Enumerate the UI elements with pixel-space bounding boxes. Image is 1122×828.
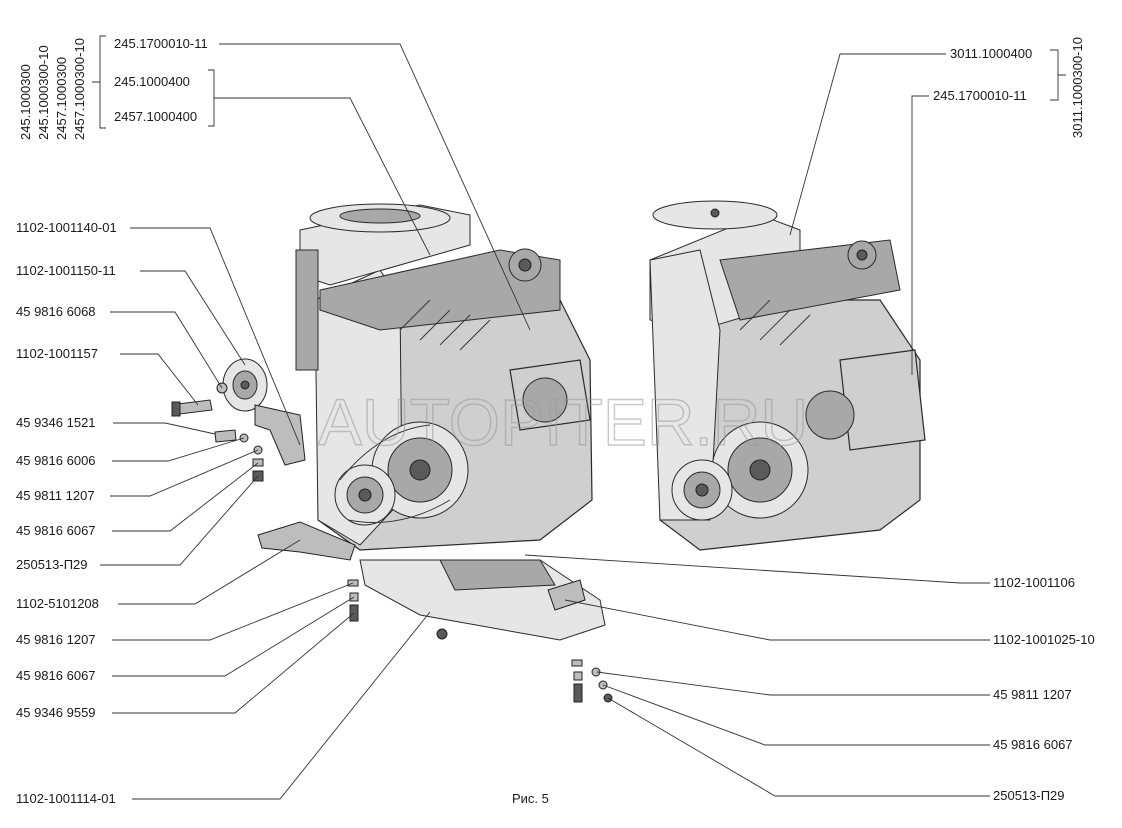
part-label: 1102-1001150-11: [16, 263, 116, 278]
part-label: 45 9346 1521: [16, 415, 96, 430]
part-label: 45 9811 1207: [993, 687, 1072, 702]
leader-lines: [100, 43, 990, 800]
right-variant-label: 3011.1000300-10: [1070, 37, 1085, 138]
label-head-variant-b: 2457.1000400: [114, 109, 197, 124]
tensioner-assembly: [171, 358, 306, 482]
part-label: 1102-1001140-01: [16, 220, 117, 235]
variant-label: 245.1000300: [18, 64, 33, 140]
part-label: 45 9816 6068: [16, 304, 96, 319]
right-variant-bracket: [1050, 49, 1066, 101]
variant-label: 2457.1000300-10: [72, 38, 87, 140]
left-variant-labels: 245.1000300 245.1000300-10 2457.1000300 …: [18, 38, 87, 140]
part-label: 45 9811 1207: [16, 488, 95, 503]
label-ignition-coil-left: 245.1700010-11: [114, 36, 208, 51]
part-label: 1102-1001114-01: [16, 791, 116, 806]
part-label: 1102-5101208: [16, 596, 99, 611]
part-label: 45 9816 6067: [16, 523, 96, 538]
part-label: 1102-1001157: [16, 346, 98, 361]
part-label: 45 9816 6006: [16, 453, 96, 468]
label-head-right: 3011.1000400: [950, 46, 1032, 61]
variant-label: 2457.1000300: [54, 57, 69, 140]
variant-label: 245.1000300-10: [36, 45, 51, 140]
engine-guard: [257, 521, 613, 703]
part-label: 250513-П29: [993, 788, 1065, 803]
right-engine-illustration: [649, 200, 926, 551]
left-variant-bracket: [92, 35, 106, 129]
label-head-variant-a: 245.1000400: [114, 74, 190, 89]
part-label: 45 9816 6067: [993, 737, 1073, 752]
part-label: 45 9816 1207: [16, 632, 96, 647]
left-engine-illustration: [295, 203, 593, 551]
part-label: 45 9816 6067: [16, 668, 96, 683]
part-label: 1102-1001106: [993, 575, 1075, 590]
part-label: 45 9346 9559: [16, 705, 96, 720]
head-variant-bracket: [208, 69, 215, 127]
left-labels: 1102-1001140-01 1102-1001150-11 45 9816 …: [16, 220, 117, 806]
right-labels: 1102-1001106 1102-1001025-10 45 9811 120…: [993, 575, 1095, 803]
part-label: 1102-1001025-10: [993, 632, 1095, 647]
label-ignition-coil-right: 245.1700010-11: [933, 88, 1027, 103]
figure-caption: Рис. 5: [512, 791, 549, 806]
watermark: AUTOPITER.RU: [318, 385, 808, 459]
part-label: 250513-П29: [16, 557, 88, 572]
